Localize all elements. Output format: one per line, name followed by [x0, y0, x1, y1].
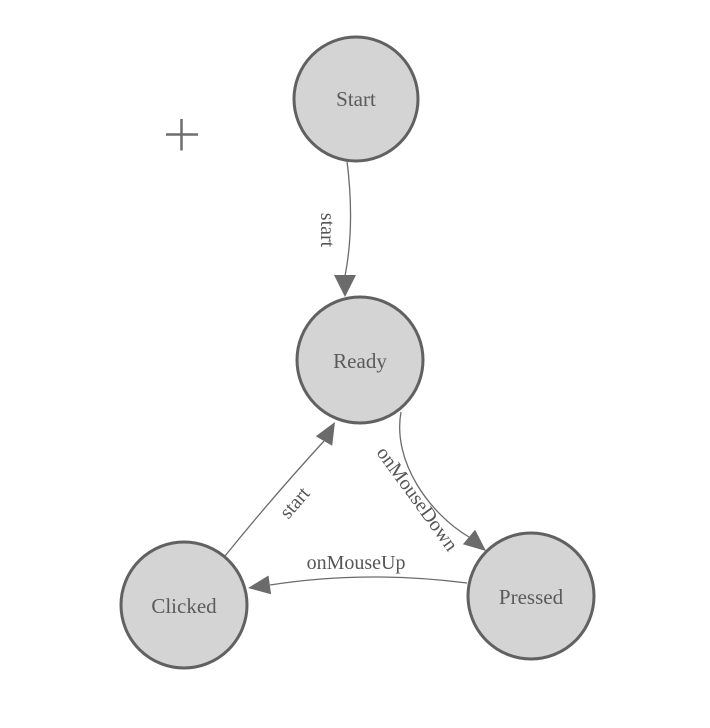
- edge-ready-to-pressed[interactable]: onMouseDown: [372, 411, 486, 556]
- edge-label-onmousedown: onMouseDown: [372, 443, 462, 556]
- edge-clicked-to-ready-line[interactable]: [224, 440, 325, 557]
- node-pressed-label: Pressed: [499, 585, 564, 609]
- edge-label-onmouseup: onMouseUp: [307, 552, 406, 574]
- node-clicked[interactable]: Clicked: [119, 540, 249, 670]
- edge-start-to-ready[interactable]: start: [316, 160, 356, 297]
- node-start[interactable]: Start: [292, 35, 420, 163]
- edge-clicked-to-ready-arrowhead: [315, 422, 335, 446]
- edge-ready-to-pressed-line[interactable]: [399, 411, 470, 538]
- node-pressed[interactable]: Pressed: [466, 531, 596, 661]
- edge-pressed-to-clicked-arrowhead: [248, 575, 272, 595]
- node-clicked-label: Clicked: [151, 594, 217, 618]
- edge-clicked-to-ready[interactable]: start: [224, 422, 335, 557]
- edge-label-start-1: start: [316, 213, 338, 248]
- node-ready-circle[interactable]: [295, 295, 425, 425]
- node-clicked-circle[interactable]: [119, 540, 249, 670]
- edge-pressed-to-clicked[interactable]: onMouseUp: [248, 552, 468, 595]
- edge-start-to-ready-line[interactable]: [344, 160, 352, 277]
- node-start-circle[interactable]: [292, 35, 420, 163]
- node-ready[interactable]: Ready: [295, 295, 425, 425]
- edge-start-to-ready-arrowhead: [334, 275, 356, 297]
- edge-pressed-to-clicked-line[interactable]: [269, 576, 468, 586]
- edge-ready-to-pressed-arrowhead: [462, 529, 486, 551]
- crosshair-icon: [166, 119, 198, 151]
- node-start-label: Start: [336, 87, 376, 111]
- node-pressed-circle[interactable]: [466, 531, 596, 661]
- node-ready-label: Ready: [333, 349, 387, 373]
